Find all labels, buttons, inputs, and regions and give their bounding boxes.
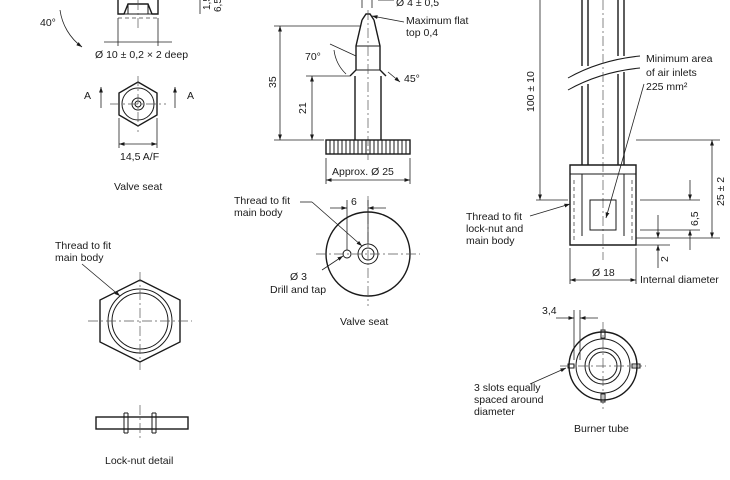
dim-4-label: Ø 4 ± 0,5	[396, 0, 439, 9]
slots-label-3: diameter	[474, 406, 515, 418]
thread-lock-label-2: lock-nut and	[466, 223, 523, 235]
dim-18-label: Ø 18	[592, 267, 615, 279]
valve-seat-label-2: Valve seat	[340, 316, 388, 328]
slots-label-2: spaced around	[474, 394, 544, 406]
dim-65-top-label: 6,5	[213, 0, 224, 12]
dim-35-label: 35	[267, 76, 279, 88]
burner-tube-side-view: Minimum area of air inlets 225 mm² 100 ±…	[466, 0, 727, 286]
needle-side-view: Ø 4 ± 0,5 70° 45° Maximum flat top 0,4 3…	[267, 0, 469, 160]
angle-40-label: 40°	[40, 17, 56, 29]
section-a-right: A	[187, 90, 194, 102]
min-area-label-1: Minimum area	[646, 53, 713, 65]
lock-nut-view: Thread to fit main body	[55, 240, 192, 370]
lock-nut-detail-label: Lock-nut detail	[105, 455, 173, 467]
internal-diameter-label: Internal diameter	[640, 274, 719, 286]
valve-seat-label-1: Valve seat	[114, 181, 162, 193]
slots-label-1: 3 slots equally	[474, 382, 541, 394]
thread-body-label-1: Thread to fit	[234, 195, 290, 207]
dim-34-label: 3,4	[542, 305, 557, 317]
min-area-label-2: of air inlets	[646, 67, 697, 79]
thread-main-label-1: Thread to fit	[55, 240, 111, 252]
angle-70-label: 70°	[305, 51, 321, 63]
thread-main-label-2: main body	[55, 252, 104, 264]
dim-21-label: 21	[297, 102, 309, 114]
max-flat-label-1: Maximum flat	[406, 15, 469, 27]
drill-3-label: Ø 3	[290, 271, 307, 283]
angle-45-label: 45°	[404, 73, 420, 85]
valve-seat-top-view: 40° 1,5 6,5 Ø 10 ± 0,2 × 2 deep	[40, 0, 224, 61]
valve-seat-round-view: Approx. Ø 25 6 Thread to fit main body Ø…	[234, 158, 420, 328]
drill-tap-label: Drill and tap	[270, 284, 326, 296]
dim-15-label: 1,5	[202, 0, 213, 10]
bore-dimension-label: Ø 10 ± 0,2 × 2 deep	[95, 49, 188, 61]
approx-25-label: Approx. Ø 25	[332, 166, 394, 178]
across-flats-label: 14,5 A/F	[120, 151, 159, 163]
dim-100-label: 100 ± 10	[525, 71, 537, 112]
valve-seat-hex-view: A A 14,5 A/F Valve seat	[84, 76, 194, 193]
thread-lock-label-3: main body	[466, 235, 515, 247]
dim-6-label: 6	[351, 196, 357, 208]
thread-body-label-2: main body	[234, 207, 283, 219]
dim-65-label: 6,5	[689, 211, 701, 226]
lock-nut-side-view: Lock-nut detail	[95, 405, 189, 467]
max-flat-label-2: top 0,4	[406, 27, 438, 39]
section-a-left: A	[84, 90, 91, 102]
thread-lock-label-1: Thread to fit	[466, 211, 522, 223]
burner-tube-label: Burner tube	[574, 423, 629, 435]
min-area-label-3: 225 mm²	[646, 81, 688, 93]
burner-tube-end-view: 3,4 3 slots equally spaced around diamet…	[474, 305, 646, 435]
dim-25-label: 25 ± 2	[715, 177, 727, 206]
dim-2-label: 2	[659, 256, 671, 262]
